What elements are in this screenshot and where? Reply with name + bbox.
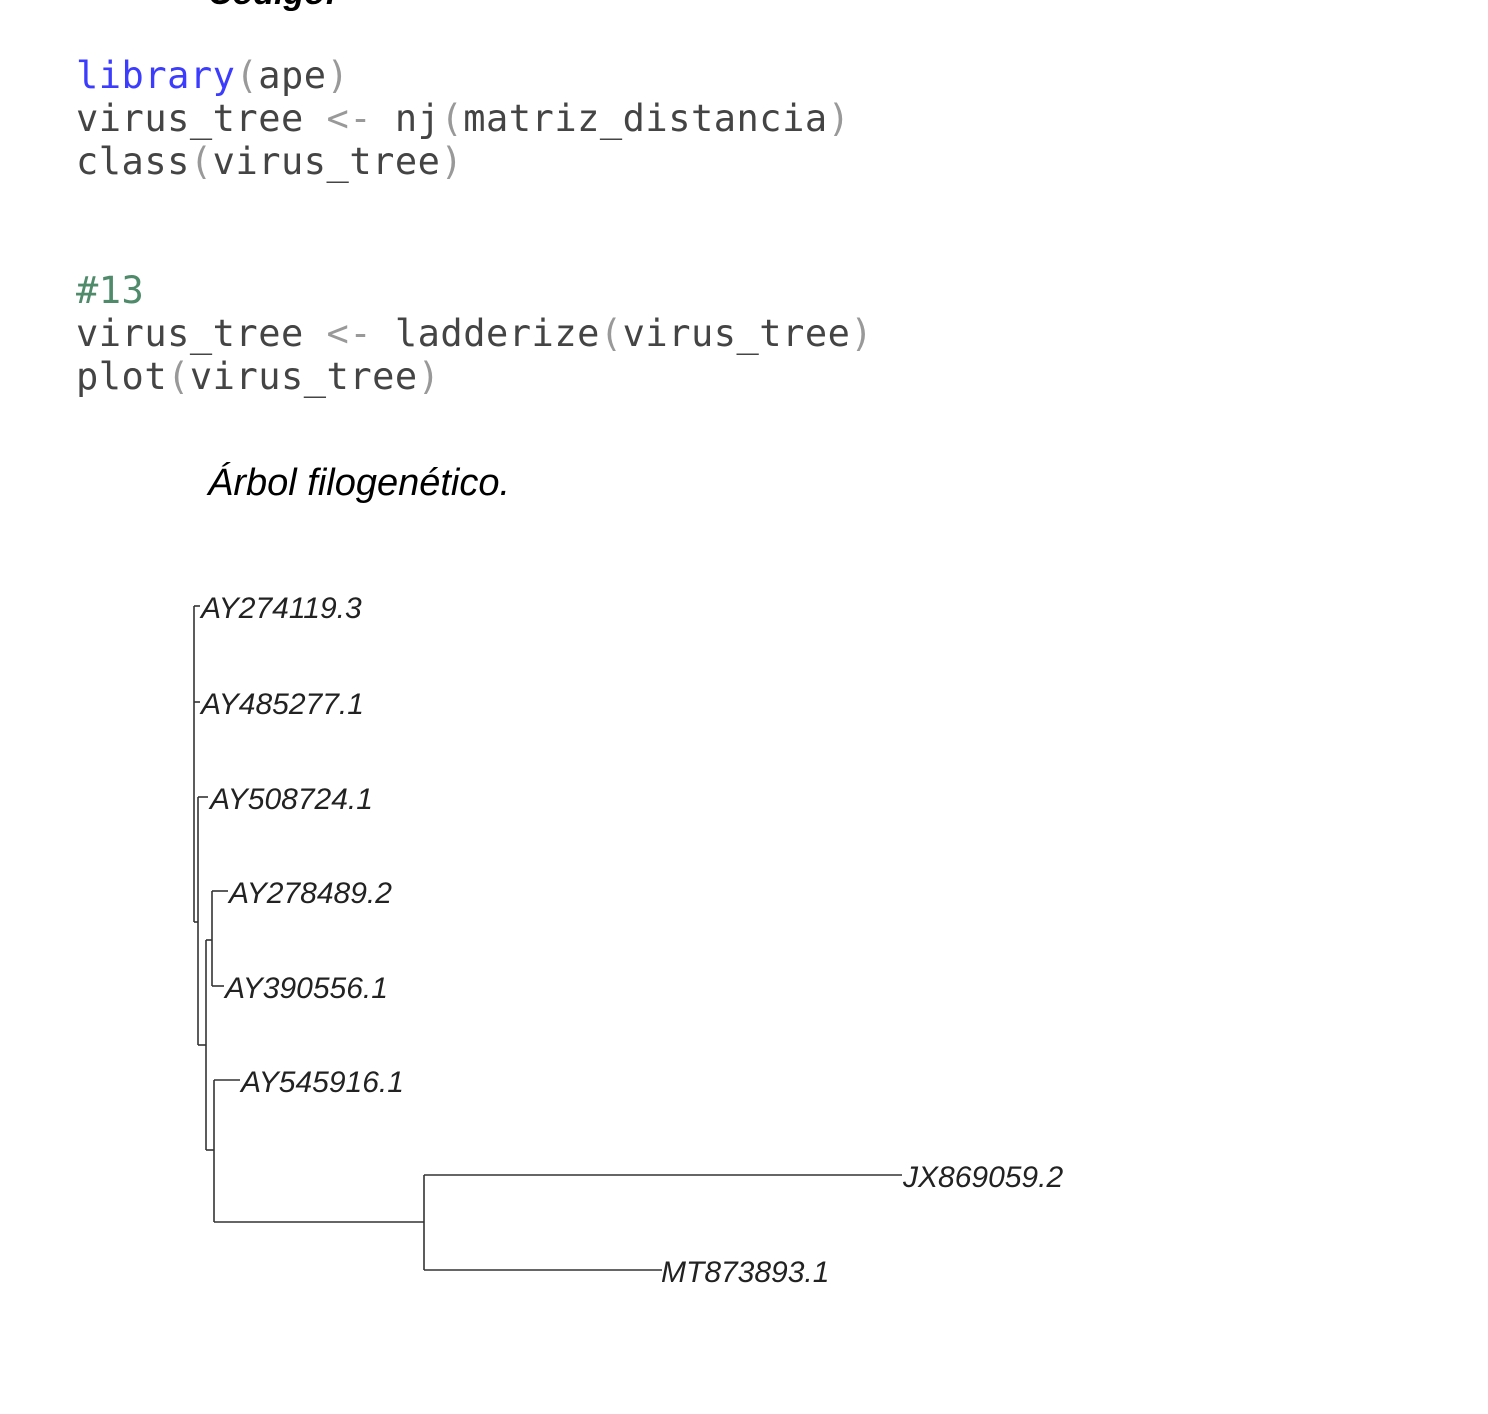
code-token: ladderize — [372, 312, 600, 355]
code-token: nj — [372, 97, 441, 140]
tip-label: AY278489.2 — [227, 877, 392, 910]
tip-label: AY508724.1 — [208, 783, 373, 816]
code-token: virus_tree — [212, 140, 441, 183]
code2-line: virus_tree <- ladderize(virus_tree) — [76, 312, 873, 355]
code-token: <- — [326, 312, 373, 355]
tip-label: AY274119.3 — [199, 592, 362, 625]
section-heading: Código: — [208, 0, 336, 13]
code-token: virus_tree — [76, 97, 327, 140]
code-token: plot — [76, 355, 168, 398]
code-token: ) — [850, 312, 874, 355]
code-token: ) — [326, 54, 350, 97]
tip-label: AY485277.1 — [199, 688, 364, 721]
code-token: <- — [326, 97, 373, 140]
code2-line: plot(virus_tree) — [76, 355, 873, 398]
code2-line: #13 — [76, 269, 873, 312]
code1-line: library(ape) — [76, 54, 850, 97]
tip-label: AY390556.1 — [223, 972, 388, 1005]
code-token: ) — [417, 355, 441, 398]
code-token: ( — [235, 54, 259, 97]
tip-label: JX869059.2 — [902, 1161, 1063, 1194]
code-token: virus_tree — [189, 355, 418, 398]
tree-branches — [193, 605, 902, 1271]
code-token: ) — [440, 140, 464, 183]
code-token: ( — [167, 355, 190, 398]
tip-label: MT873893.1 — [661, 1256, 829, 1289]
code-token: library — [76, 54, 236, 97]
tip-labels: AY274119.3AY485277.1AY508724.1AY278489.2… — [199, 592, 1063, 1289]
code-token: class — [76, 140, 190, 183]
code-block-nj: library(ape)virus_tree <- nj(matriz_dist… — [76, 54, 850, 183]
code-token: ape — [258, 54, 327, 97]
code1-line: class(virus_tree) — [76, 140, 850, 183]
code-token: virus_tree — [76, 312, 327, 355]
code1-line: virus_tree <- nj(matriz_distancia) — [76, 97, 850, 140]
code-token: ( — [189, 140, 213, 183]
figure-caption: Árbol filogenético. — [208, 462, 511, 504]
code-token: matriz_distancia — [463, 97, 828, 140]
code-token: ( — [599, 312, 623, 355]
code-token: virus_tree — [622, 312, 851, 355]
tip-label: AY545916.1 — [239, 1066, 404, 1099]
code-token: ( — [440, 97, 464, 140]
code-token: #13 — [76, 269, 145, 312]
code-token: ) — [827, 97, 851, 140]
